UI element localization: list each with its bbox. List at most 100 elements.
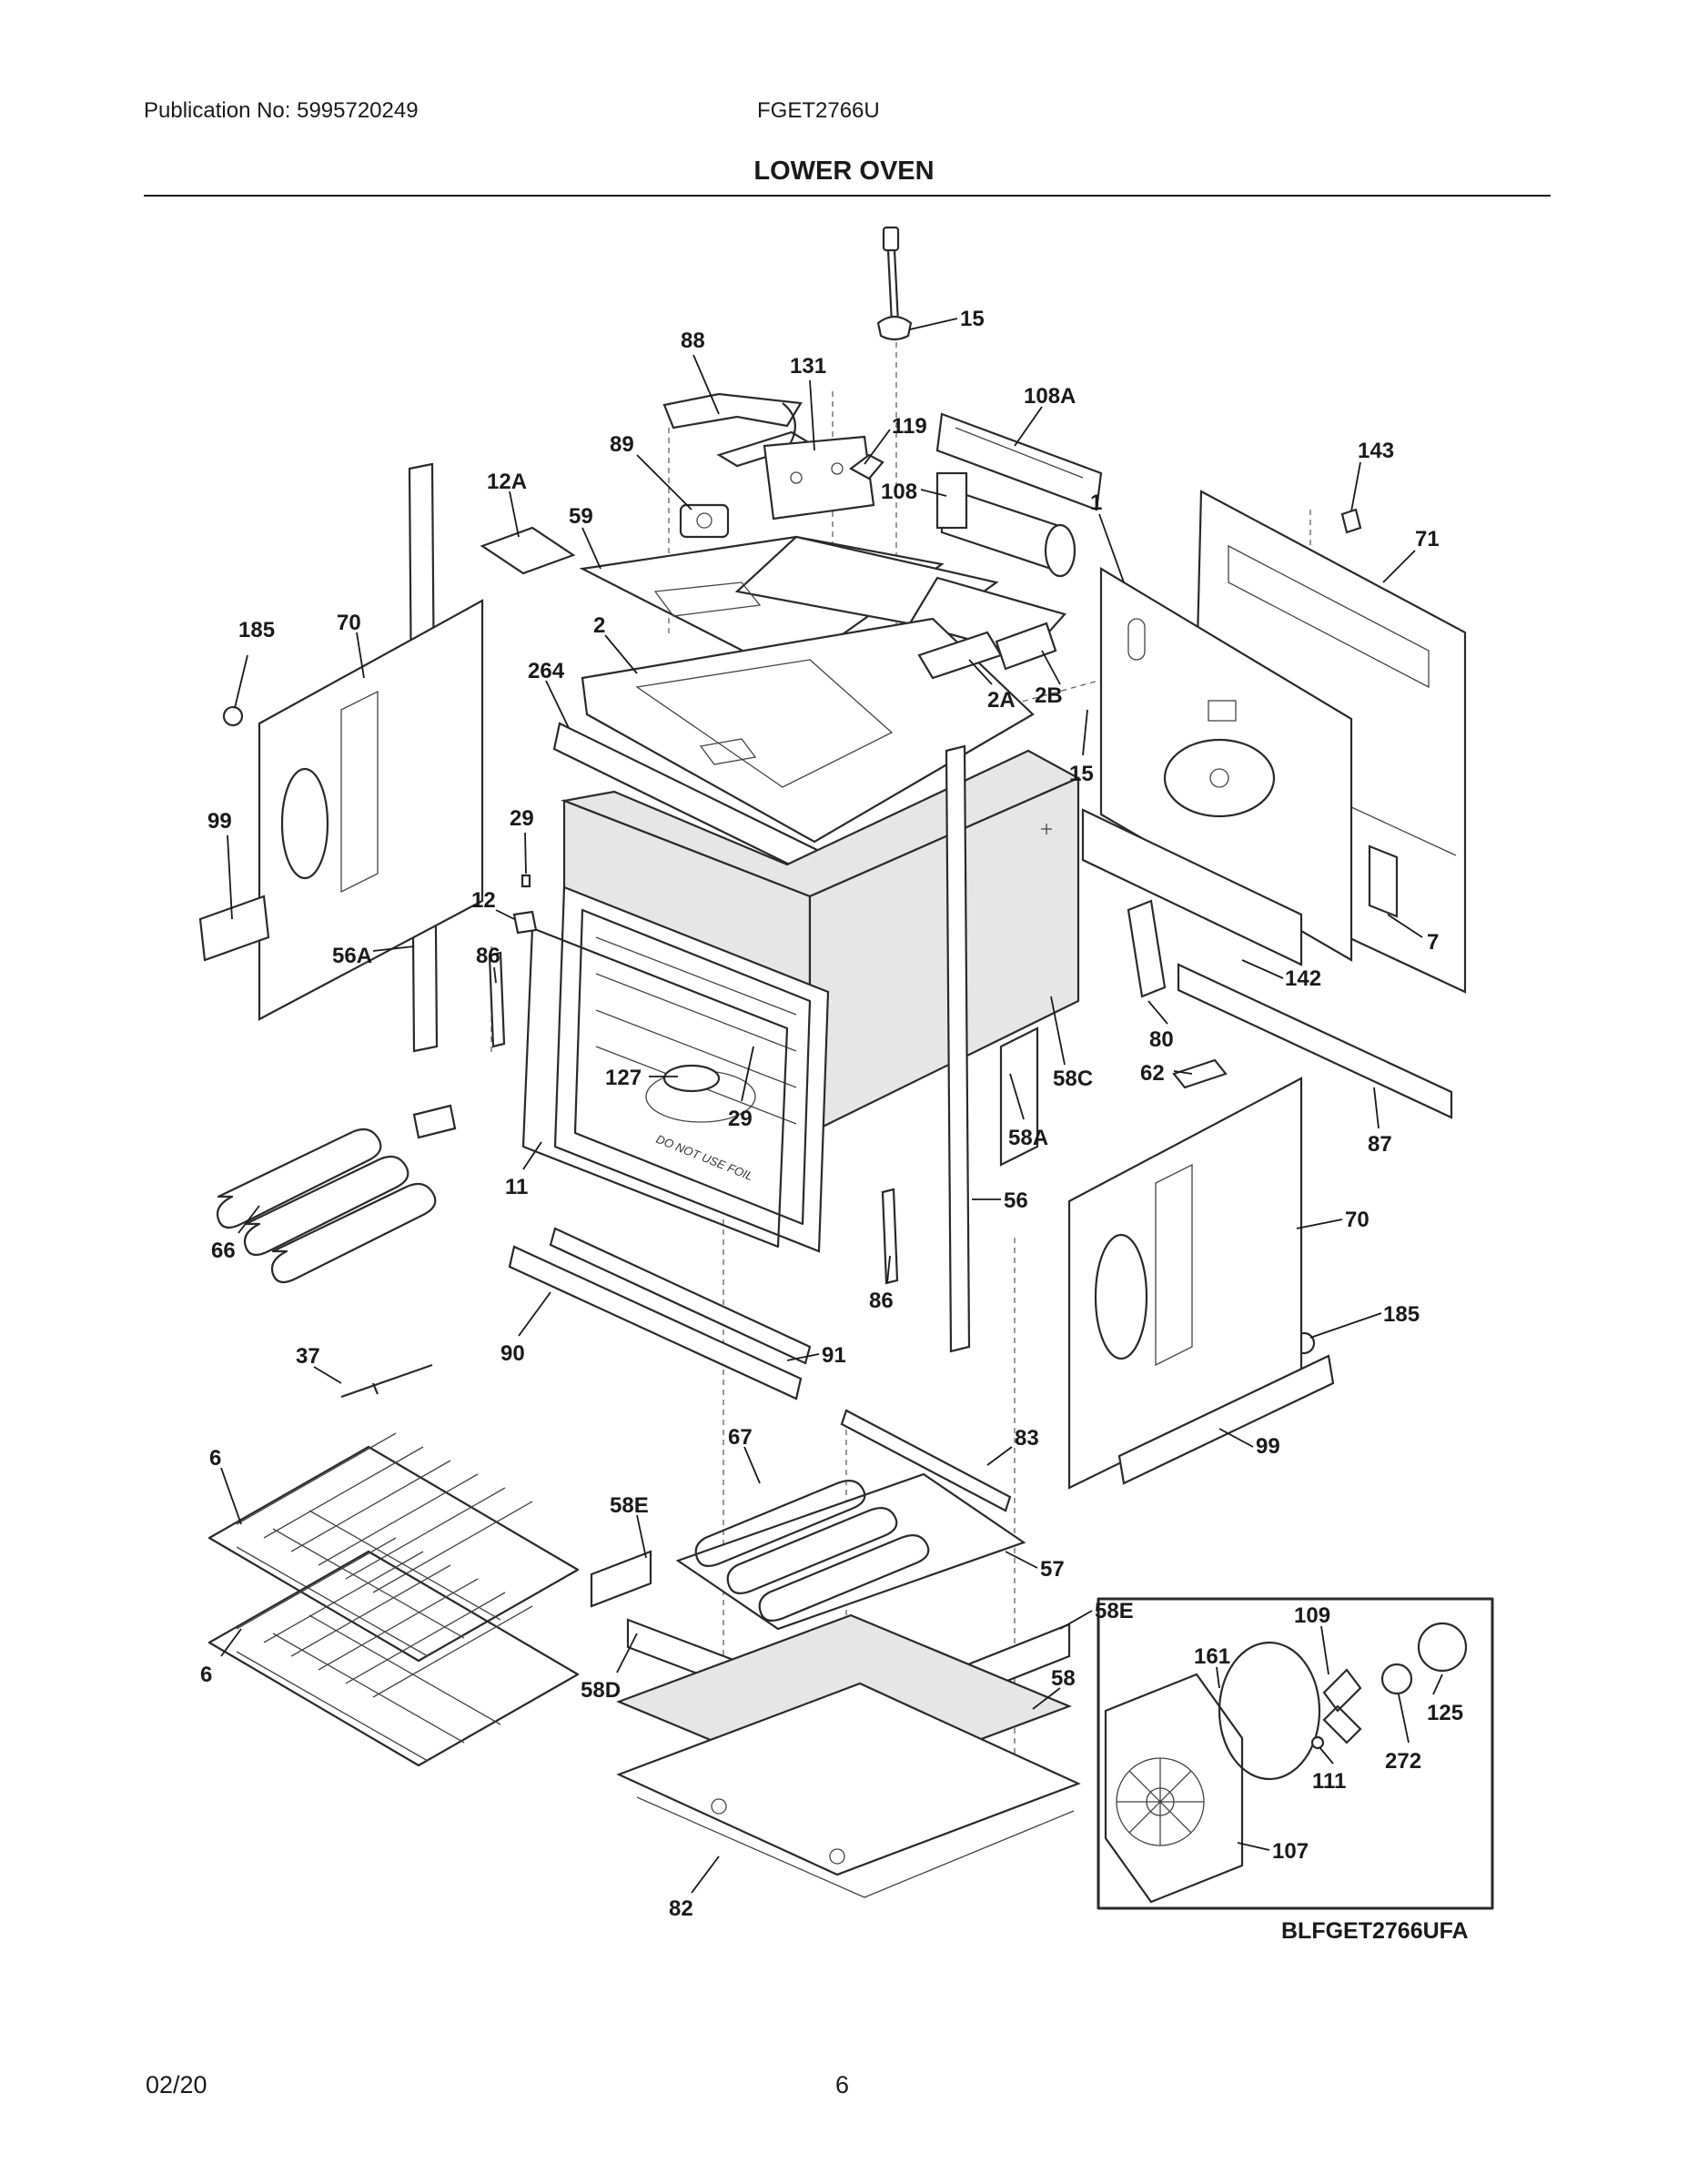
callout-58d: 58D (581, 1633, 638, 1703)
lower-front-trim (508, 1245, 803, 1400)
callout-91: 91 (786, 1343, 846, 1368)
svg-text:142: 142 (1285, 966, 1321, 991)
model-number: FGET2766U (757, 98, 880, 123)
side-insulation (999, 1026, 1039, 1167)
callout-109: 109 (1294, 1603, 1330, 1675)
convection-fan-inset (1097, 1597, 1494, 1910)
callout-108a: 108A (1014, 384, 1076, 447)
svg-text:131: 131 (790, 354, 826, 379)
oven-bottom-pan (616, 1682, 1081, 1898)
svg-text:87: 87 (1368, 1132, 1392, 1157)
callout-1: 1 (1090, 490, 1125, 583)
callout-143: 143 (1350, 439, 1394, 512)
callout-107: 107 (1237, 1839, 1309, 1864)
section-title: LOWER OVEN (753, 157, 935, 186)
screw-upper (521, 874, 531, 888)
svg-text:67: 67 (728, 1425, 753, 1450)
insulation-retainer (480, 526, 576, 575)
heat-shield-bracket (763, 435, 875, 521)
callout-80: 80 (1147, 1000, 1174, 1052)
lower-vent-trim (549, 1227, 812, 1365)
footer-date: 02/20 (146, 2071, 207, 2098)
svg-text:99: 99 (207, 809, 232, 834)
svg-text:71: 71 (1415, 527, 1440, 551)
callout-56: 56 (972, 1188, 1028, 1213)
svg-text:29: 29 (728, 1107, 753, 1131)
svg-text:107: 107 (1272, 1839, 1309, 1864)
svg-text:185: 185 (238, 618, 275, 642)
callout-7: 7 (1387, 914, 1439, 955)
svg-text:272: 272 (1385, 1749, 1421, 1774)
svg-text:90: 90 (500, 1341, 525, 1366)
svg-text:37: 37 (296, 1344, 320, 1369)
svg-text:109: 109 (1294, 1603, 1330, 1628)
svg-text:15: 15 (960, 307, 985, 331)
callout-12a: 12A (487, 470, 527, 538)
svg-text:161: 161 (1194, 1644, 1230, 1669)
callout-58e-a: 58E (610, 1493, 649, 1559)
callout-125: 125 (1427, 1673, 1463, 1725)
hinge-bracket-right (881, 1188, 899, 1285)
svg-text:12A: 12A (487, 470, 527, 494)
svg-text:264: 264 (528, 659, 565, 683)
callout-29a: 29 (510, 806, 534, 875)
rear-bottom-channel (1081, 808, 1303, 966)
svg-text:58D: 58D (581, 1678, 621, 1703)
cooling-blower (935, 471, 1076, 578)
svg-text:111: 111 (1312, 1769, 1346, 1794)
svg-text:66: 66 (211, 1239, 236, 1263)
side-bracket-right (1117, 1354, 1335, 1485)
svg-text:99: 99 (1256, 1434, 1280, 1459)
svg-text:58: 58 (1051, 1666, 1076, 1691)
callout-99b: 99 (1218, 1428, 1280, 1459)
oven-top-panel (581, 617, 1035, 844)
svg-text:58C: 58C (1053, 1067, 1093, 1091)
svg-text:2A: 2A (987, 688, 1016, 713)
svg-text:91: 91 (822, 1343, 846, 1368)
callout-67: 67 (728, 1425, 761, 1484)
svg-text:108A: 108A (1024, 384, 1076, 409)
svg-text:108: 108 (881, 480, 917, 504)
svg-text:6: 6 (209, 1446, 221, 1471)
callout-71: 71 (1382, 527, 1440, 583)
svg-text:58E: 58E (610, 1493, 649, 1518)
svg-text:56A: 56A (332, 944, 372, 968)
callout-15b: 15 (1069, 709, 1094, 786)
front-frame-rail-right (945, 744, 971, 1353)
rear-clip (1340, 508, 1362, 534)
callout-264: 264 (528, 659, 570, 729)
svg-text:119: 119 (892, 414, 927, 439)
callout-15: 15 (909, 307, 985, 331)
callout-70a: 70 (337, 611, 365, 679)
side-bracket-left (198, 895, 270, 962)
bake-element (216, 1104, 457, 1284)
svg-text:59: 59 (569, 504, 593, 529)
mount-bracket (1127, 899, 1167, 998)
svg-text:185: 185 (1383, 1302, 1420, 1327)
svg-text:143: 143 (1358, 439, 1394, 463)
svg-text:86: 86 (476, 944, 500, 968)
svg-text:62: 62 (1140, 1061, 1165, 1086)
svg-text:2: 2 (593, 613, 605, 638)
wire-harness (340, 1363, 433, 1399)
svg-text:127: 127 (605, 1066, 642, 1090)
publication-number: Publication No: 5995720249 (144, 98, 419, 123)
callout-6b: 6 (200, 1628, 242, 1687)
oven-cavity-frame: DO NOT USE FOIL (553, 885, 830, 1253)
callout-29b: 29 (728, 1046, 754, 1131)
callout-86b: 86 (869, 1255, 894, 1313)
callout-119: 119 (864, 414, 927, 465)
blower-cover (935, 412, 1103, 511)
callout-12: 12 (471, 888, 515, 920)
rear-inner-panel (1099, 567, 1353, 962)
callouts: 15 88 131 108A 119 143 89 12A 108 1 71 5… (200, 307, 1463, 1921)
terminal-block (1172, 1058, 1228, 1089)
callout-127: 127 (605, 1066, 678, 1090)
callout-58: 58 (1032, 1666, 1076, 1710)
callout-82: 82 (669, 1855, 720, 1921)
svg-text:29: 29 (510, 806, 534, 831)
svg-text:125: 125 (1427, 1701, 1463, 1725)
svg-text:2B: 2B (1035, 683, 1063, 708)
callout-185a: 185 (234, 618, 275, 709)
